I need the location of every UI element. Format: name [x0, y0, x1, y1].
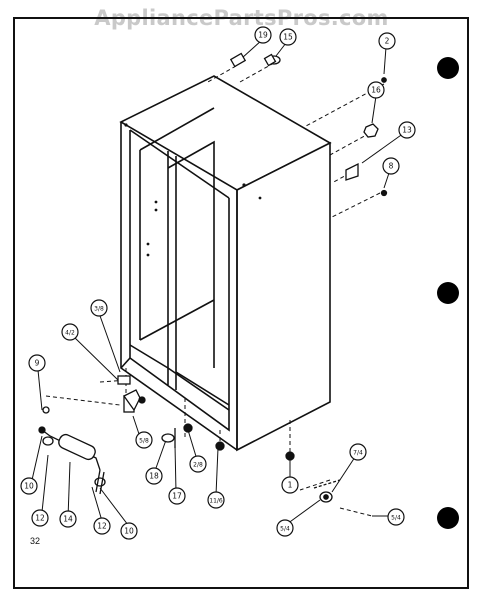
callout-c5_4a: 5/4 [276, 519, 294, 537]
callout-c19: 19 [254, 26, 272, 44]
callout-c10b: 10 [120, 522, 138, 540]
callout-c2a: 2 [378, 32, 396, 50]
wall-holes [124, 123, 262, 257]
callout-label: 15 [283, 33, 293, 42]
callout-label: 17 [172, 492, 182, 501]
callout-c11_6: 11/6 [207, 491, 225, 509]
page-border [13, 17, 469, 589]
callout-c5_4b: 5/4 [387, 508, 405, 526]
callout-label: 10 [124, 527, 134, 536]
binder-hole-top [437, 57, 459, 79]
callout-circle [120, 522, 138, 540]
hardware-parts [42, 52, 388, 503]
callout-c8: 8 [382, 157, 400, 175]
callout-c14: 14 [59, 510, 77, 528]
callout-leaders [31, 39, 405, 526]
callout-circle [367, 81, 385, 99]
callout-c17: 17 [168, 487, 186, 505]
callout-circle [28, 354, 46, 372]
callout-c12a: 12 [31, 509, 49, 527]
callout-circle [382, 157, 400, 175]
callout-circle [145, 467, 163, 485]
callout-circle [254, 26, 272, 44]
callout-circle [31, 509, 49, 527]
callout-c5_8: 5/8 [135, 431, 153, 449]
callout-c2_8: 2/8 [189, 455, 207, 473]
callout-label: 4/2 [65, 330, 75, 337]
callout-layer: 19 15 2 16 13 8 9 3/8 4/2 5/8 10 12 14 12 10 18 17 2/8 11/… [20, 26, 416, 540]
callout-label: 13 [402, 126, 412, 135]
callout-label: 5/4 [391, 515, 401, 522]
callout-c12b: 12 [93, 517, 111, 535]
binder-hole-bottom [437, 507, 459, 529]
callout-c1: 1 [281, 476, 299, 494]
callout-label: 8 [389, 162, 394, 171]
callout-label: 3/8 [94, 306, 104, 313]
callout-c3_8: 3/8 [90, 299, 108, 317]
callout-circle [279, 28, 297, 46]
callout-label: 5/8 [139, 438, 149, 445]
callout-label: 7/4 [353, 450, 363, 457]
callout-circle [207, 491, 225, 509]
callout-c15: 15 [279, 28, 297, 46]
callout-label: 5/4 [280, 526, 290, 533]
cabinet-shell [119, 75, 332, 452]
roller-axle-assembly [38, 426, 106, 495]
callout-c9: 9 [28, 354, 46, 372]
callout-circle [349, 443, 367, 461]
callout-label: 19 [258, 31, 268, 40]
callout-label: 11/6 [209, 498, 223, 505]
callout-circle [90, 299, 108, 317]
callout-label: 2 [385, 37, 390, 46]
callout-c13: 13 [398, 121, 416, 139]
callout-circle [20, 477, 38, 495]
callout-label: 12 [97, 522, 107, 531]
callout-c7_4: 7/4 [349, 443, 367, 461]
callout-label: 12 [35, 514, 45, 523]
callout-label: 16 [371, 86, 381, 95]
callout-circle [398, 121, 416, 139]
callout-c16: 16 [367, 81, 385, 99]
callout-label: 14 [63, 515, 73, 524]
callout-circle [387, 508, 405, 526]
callout-label: 2/8 [193, 462, 203, 469]
callout-label: 10 [24, 482, 34, 491]
callout-circle [276, 519, 294, 537]
callout-circle [135, 431, 153, 449]
callout-label: 9 [35, 359, 40, 368]
callout-circle [61, 323, 79, 341]
binder-hole-middle [437, 282, 459, 304]
callout-label: 18 [149, 472, 159, 481]
callout-label: 1 [288, 481, 293, 490]
callout-c4_2: 4/2 [61, 323, 79, 341]
callout-circle [281, 476, 299, 494]
callout-circle [378, 32, 396, 50]
callout-circle [168, 487, 186, 505]
callout-c10a: 10 [20, 477, 38, 495]
callout-circle [189, 455, 207, 473]
callout-circle [93, 517, 111, 535]
callout-c18: 18 [145, 467, 163, 485]
callout-circle [59, 510, 77, 528]
page-number: 32 [30, 536, 41, 546]
